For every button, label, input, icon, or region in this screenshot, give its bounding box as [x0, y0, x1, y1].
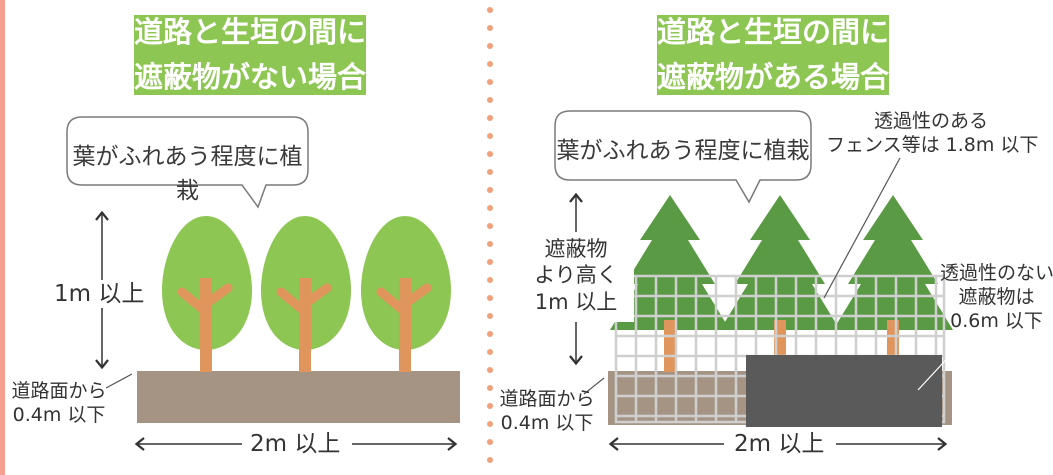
panel-divider [487, 7, 493, 463]
barrier-label-line1: 透過性のない [940, 262, 1053, 284]
divider-dot [487, 313, 493, 319]
right-height-label-line1: 遮蔽物 [544, 237, 608, 261]
arrow-label-gap [242, 432, 352, 458]
divider-dot [487, 61, 493, 67]
barrier-label-line3: 0.6m 以下 [950, 309, 1043, 332]
divider-dot [487, 277, 493, 283]
divider-dot [487, 7, 493, 13]
barrier-label-line2: 遮蔽物は [958, 285, 1035, 308]
speech-bubble-icon [66, 116, 309, 209]
divider-dot [487, 367, 493, 373]
round-tree [361, 216, 451, 372]
divider-dot [487, 169, 493, 175]
divider-dot [487, 331, 493, 337]
left-title-line1: 道路と生垣の間に [134, 15, 367, 50]
left-border-stripe [0, 0, 5, 475]
left-title-box: 道路と生垣の間に 遮蔽物がない場合 [134, 15, 366, 95]
divider-dot [487, 385, 493, 391]
divider-dot [487, 403, 493, 409]
leader-line [823, 157, 901, 299]
divider-dot [487, 241, 493, 247]
right-title-box: 道路と生垣の間に 遮蔽物がある場合 [657, 15, 889, 95]
right-road-label-line1: 道路面から [499, 388, 595, 410]
right-road-label-line2: 0.4m 以下 [500, 411, 594, 434]
left-road-label-line1: 道路面から [11, 380, 107, 402]
arrow-label-gap [52, 280, 152, 308]
divider-dot [487, 349, 493, 355]
divider-dot [487, 439, 493, 445]
right-title-line1: 道路と生垣の間に [657, 15, 890, 50]
opaque-barrier [746, 355, 942, 427]
left-width-label: 2m 以上 [250, 431, 341, 457]
divider-dot [487, 421, 493, 427]
right-height-label: 遮蔽物 より高く 1m 以上 [520, 236, 632, 315]
divider-dot [487, 97, 493, 103]
divider-dot [487, 79, 493, 85]
fence-label-line2: フェンス等は 1.8m 以下 [826, 133, 1039, 156]
divider-dot [487, 43, 493, 49]
divider-dot [487, 151, 493, 157]
divider-dot [487, 259, 493, 265]
leader-line [583, 377, 605, 395]
divider-dot [487, 25, 493, 31]
ground-strip [137, 371, 460, 423]
divider-dot [487, 187, 493, 193]
conifer-tree [720, 195, 840, 372]
left-road-label: 道路面から 0.4m 以下 [4, 380, 114, 428]
leader-line [917, 335, 969, 391]
fence-label-line1: 透過性のある [873, 110, 988, 132]
fence-label: 透過性のある フェンス等は 1.8m 以下 [826, 110, 1039, 158]
divider-dot [487, 223, 493, 229]
divider-dot [487, 115, 493, 121]
left-height-label: 1m 以上 [54, 281, 145, 307]
right-height-label-line3: 1m 以上 [534, 289, 618, 314]
left-bubble-text: 葉がふれあう程度に植栽 [72, 144, 303, 204]
right-width-label: 2m 以上 [734, 431, 825, 457]
round-tree [162, 216, 252, 372]
right-bubble-text: 葉がふれあう程度に植栽 [556, 138, 810, 164]
divider-dot [487, 205, 493, 211]
leader-line [105, 373, 133, 389]
divider-dot [487, 133, 493, 139]
round-tree [261, 216, 351, 372]
left-title-line2: 遮蔽物がない場合 [134, 60, 367, 94]
barrier-label: 透過性のない 遮蔽物は 0.6m 以下 [940, 262, 1053, 333]
right-road-label: 道路面から 0.4m 以下 [494, 388, 600, 436]
arrow-label-gap [724, 432, 836, 458]
arrow-label-gap [518, 232, 634, 322]
right-title-line2: 遮蔽物がある場合 [657, 60, 890, 94]
left-road-label-line2: 0.4m 以下 [12, 403, 106, 426]
speech-bubble-icon [554, 110, 812, 204]
divider-dot [487, 457, 493, 463]
right-height-label-line2: より高く [534, 263, 618, 288]
divider-dot [487, 295, 493, 301]
